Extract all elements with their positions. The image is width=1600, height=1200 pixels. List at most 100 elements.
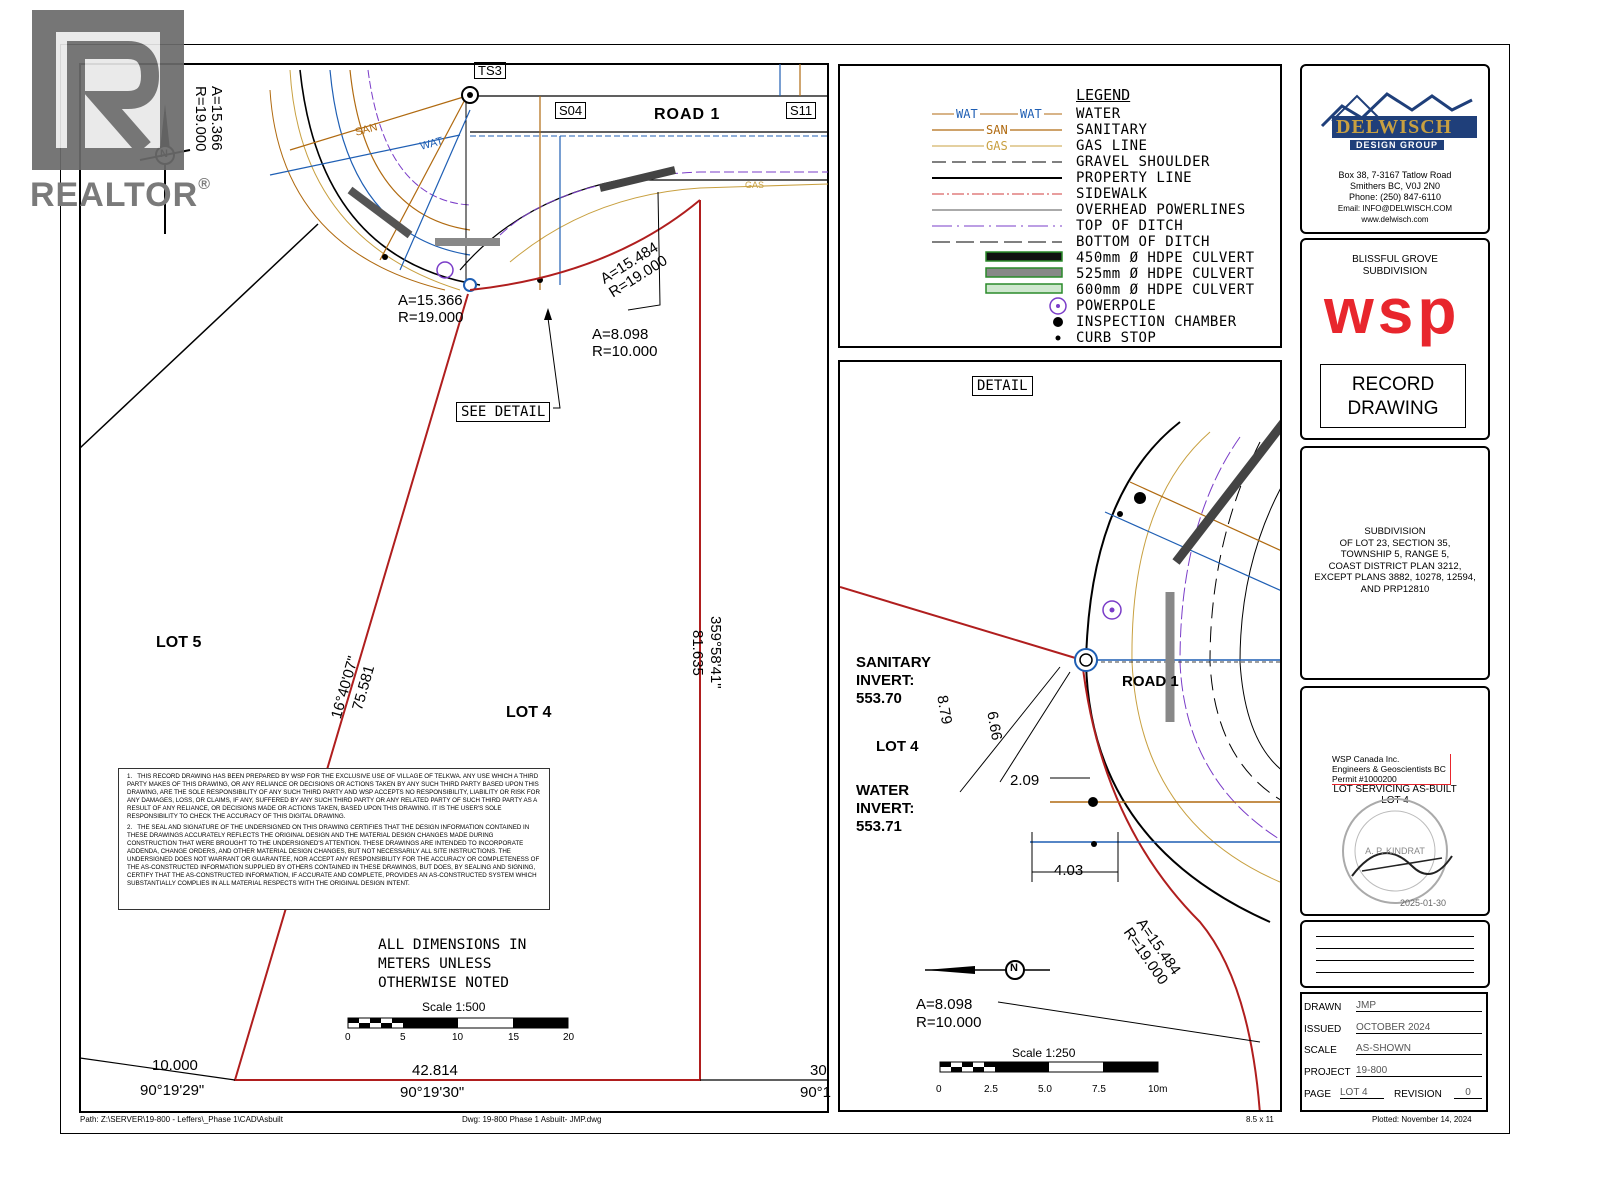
legal-description: SUBDIVISION OF LOT 23, SECTION 35, TOWNS… (1302, 526, 1488, 595)
scale-label: SCALE (1304, 1045, 1337, 1056)
water-invert-value: 553.71 (856, 818, 902, 835)
footer-dwg: Dwg: 19-800 Phase 1 Asbuilt- JMP.dwg (462, 1115, 602, 1124)
water-invert-label: WATER (856, 782, 910, 799)
seal-title: LOT SERVICING AS-BUILT LOT 4 (1302, 784, 1488, 806)
legend-sanitary: SANITARY (1076, 122, 1148, 138)
page-value: LOT 4 (1340, 1087, 1384, 1099)
detail-scale-tick-2-5: 2.5 (984, 1084, 998, 1095)
drawn-label: DRAWN (1304, 1002, 1342, 1013)
seal-title-line: LOT SERVICING AS-BUILT (1333, 784, 1457, 795)
plan-frame (79, 63, 829, 1113)
detail-title: DETAIL (972, 376, 1033, 396)
note-2: 2. THE SEAL AND SIGNATURE OF THE UNDERSI… (127, 824, 540, 887)
permit-stamp: WSP Canada Inc. Engineers & Geoscientist… (1332, 754, 1451, 785)
detail-scale-tick-5: 5.0 (1038, 1084, 1052, 1095)
company-address-1: Box 38, 7-3167 Tatlow Road (1338, 170, 1452, 180)
sanitary-invert-label: SANITARY (856, 654, 931, 671)
dimensions-note: ALL DIMENSIONS IN METERS UNLESS OTHERWIS… (378, 936, 526, 993)
curve-r-corner: R=10.000 (592, 343, 658, 360)
sanitary-invert: SANITARY INVERT: 553.70 (856, 654, 931, 708)
realtor-logo-icon (32, 10, 184, 170)
see-detail-callout: SEE DETAIL (456, 402, 551, 422)
bottom-dist-mid: 42.814 (412, 1062, 458, 1079)
lot-5-label: LOT 5 (156, 634, 202, 651)
dims-note-line-2: METERS UNLESS (378, 956, 492, 972)
legal-line-5: EXCEPT PLANS 3882, 10278, 12594, (1314, 572, 1476, 583)
legend-powerlines: OVERHEAD POWERLINES (1076, 202, 1246, 218)
project-name: BLISSFUL GROVE SUBDIVISION (1302, 254, 1488, 278)
detail-scale-tick-0: 0 (936, 1084, 942, 1095)
legend-sample-water: WAT (954, 107, 980, 121)
issued-label: ISSUED (1304, 1024, 1342, 1035)
water-invert: WATER INVERT: 553.71 (856, 782, 914, 836)
sanitary-invert-sub: INVERT: (856, 672, 915, 689)
plan-scale-bar (347, 1017, 569, 1029)
disclaimer-notes: 1. THIS RECORD DRAWING HAS BEEN PREPARED… (118, 768, 550, 910)
revision-line-2 (1316, 948, 1474, 949)
plan-scale-tick-20: 20 (563, 1032, 575, 1043)
plan-scale-tick-5: 5 (400, 1032, 406, 1043)
company-address: Box 38, 7-3167 Tatlow Road Smithers BC, … (1302, 170, 1488, 225)
realtor-mark: ® (198, 176, 211, 193)
realtor-brand: REALTOR (30, 176, 199, 214)
legend-bottom-ditch: BOTTOM OF DITCH (1076, 234, 1210, 250)
issued-value: OCTOBER 2024 (1356, 1022, 1482, 1034)
dim-4-03: 4.03 (1054, 862, 1084, 879)
project-label: PROJECT (1304, 1067, 1351, 1078)
revision-panel (1300, 920, 1490, 988)
road-1-label: ROAD 1 (654, 106, 721, 123)
tag-s04: S04 (555, 102, 587, 119)
legal-line-2: OF LOT 23, SECTION 35, (1339, 537, 1451, 549)
company-name: DELWISCH (1336, 116, 1453, 138)
seal-panel: WSP Canada Inc. Engineers & Geoscientist… (1300, 686, 1490, 916)
legend-property: PROPERTY LINE (1076, 170, 1193, 186)
legal-line-1: SUBDIVISION (1364, 526, 1426, 537)
legend-panel (838, 64, 1282, 348)
company-panel: DELWISCH DESIGN GROUP Box 38, 7-3167 Tat… (1300, 64, 1490, 234)
seal-date: 2025-01-30 (1400, 898, 1447, 908)
legend-sample-gas: GAS (984, 139, 1010, 153)
detail-curve2-r: R=10.000 (916, 1014, 982, 1031)
detail-scale-tick-10: 10m (1148, 1084, 1168, 1095)
company-email: Email: INFO@DELWISCH.COM (1337, 204, 1453, 213)
detail-scale-title: Scale 1:250 (1012, 1046, 1076, 1060)
legend-culvert-525: 525mm Ø HDPE CULVERT (1076, 266, 1255, 282)
title-block: DRAWN JMP ISSUED OCTOBER 2024 SCALE AS-S… (1300, 992, 1488, 1112)
engineer-seal-icon (1342, 798, 1453, 904)
detail-curve2-label: A=8.098 R=10.000 (916, 996, 981, 1032)
plan-scale-tick-0: 0 (345, 1032, 351, 1043)
curve-a-corner: A=8.098 (592, 326, 649, 343)
company-web: www.delwisch.com (1361, 215, 1429, 224)
legal-panel: SUBDIVISION OF LOT 23, SECTION 35, TOWNS… (1300, 446, 1490, 680)
company-subname: DESIGN GROUP (1350, 140, 1445, 150)
bottom-dist-right: 30 (810, 1062, 827, 1079)
legend-curb-stop: CURB STOP (1076, 330, 1157, 346)
drawing-label: DRAWING (1347, 398, 1439, 419)
project-value: 19-800 (1356, 1065, 1482, 1077)
note-1: 1. THIS RECORD DRAWING HAS BEEN PREPARED… (127, 773, 540, 820)
legend-culvert-450: 450mm Ø HDPE CULVERT (1076, 250, 1255, 266)
realtor-wordmark: REALTOR® (30, 176, 211, 215)
detail-scale-tick-7-5: 7.5 (1092, 1084, 1106, 1095)
dims-note-line-1: ALL DIMENSIONS IN (378, 937, 527, 953)
sanitary-invert-value: 553.70 (856, 690, 902, 707)
page-label: PAGE (1304, 1089, 1332, 1100)
detail-scale-bar (939, 1061, 1159, 1073)
bottom-brg-mid: 90°19'30" (400, 1084, 465, 1101)
project-name-2: SUBDIVISION (1362, 266, 1428, 277)
dim-2-09: 2.09 (1010, 772, 1040, 789)
project-panel: BLISSFUL GROVE SUBDIVISION wsp RECORD DR… (1300, 238, 1490, 440)
plan-scale-title: Scale 1:500 (422, 1000, 486, 1014)
curve-a-sw: A=15.366 (398, 292, 463, 309)
plan-scale-tick-10: 10 (452, 1032, 464, 1043)
legal-line-6: AND PRP12810 (1360, 583, 1430, 595)
record-drawing-box: RECORD DRAWING (1320, 364, 1466, 428)
legend-sample-water-2: WAT (1018, 107, 1044, 121)
realtor-watermark: REALTOR® (30, 8, 210, 214)
revision-line-1 (1316, 936, 1474, 937)
bottom-dist-left: 10.000 (152, 1057, 198, 1074)
tag-ts3: TS3 (474, 62, 506, 79)
revision-line-3 (1316, 960, 1474, 961)
revision-value: 0 (1454, 1087, 1482, 1099)
legal-line-3: TOWNSHIP 5, RANGE 5, (1340, 549, 1450, 560)
